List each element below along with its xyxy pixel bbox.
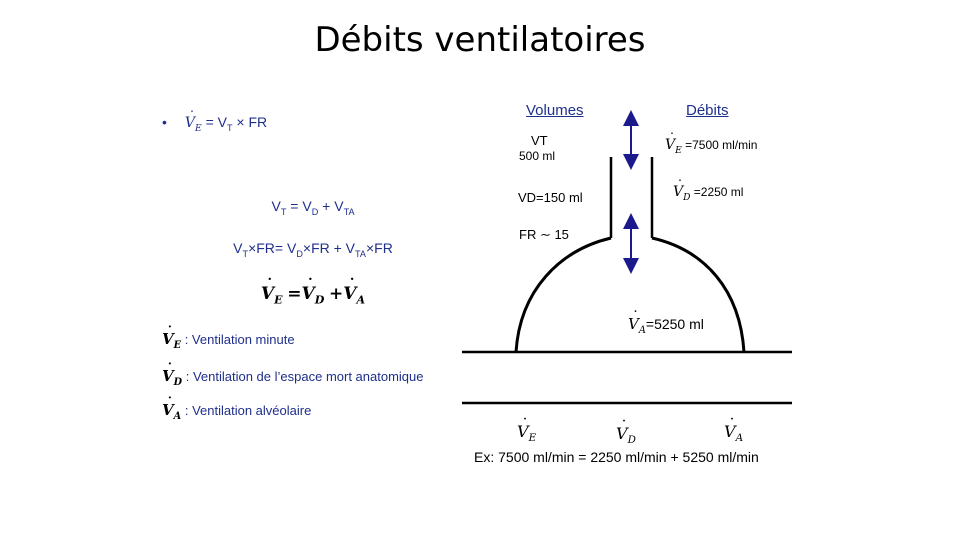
alveolar-dome-right	[651, 236, 746, 353]
alveolar-dome-left	[514, 236, 612, 353]
ve-symbol: VE	[185, 109, 202, 134]
formula-rhs: = VT × FR	[205, 114, 268, 133]
bottom-va: VA	[724, 415, 743, 444]
bottom-ve: VE	[517, 415, 536, 444]
vd-label: VD=150 ml	[518, 190, 583, 205]
bullet: •	[162, 114, 167, 130]
header-volumes: Volumes	[526, 102, 584, 119]
bullet-formula: • VE = VT × FR	[162, 109, 268, 134]
va-flow: VA=5250 ml	[628, 308, 704, 336]
definition-va: VA : Ventilation alvéolaire	[162, 394, 311, 422]
example-text: Ex: 7500 ml/min = 2250 ml/min + 5250 ml/…	[474, 449, 759, 465]
vd-flow: VD =2250 ml	[673, 178, 743, 203]
ve-flow: VE =7500 ml/min	[665, 131, 757, 156]
header-debits: Débits	[686, 102, 729, 119]
definition-ve: VE : Ventilation minute	[162, 323, 295, 351]
equation-vt: VT = VD + VTA	[271, 198, 355, 217]
fr-label: FR ∼ 15	[519, 227, 569, 242]
bottom-vd: VD	[616, 417, 636, 446]
vt-value: 500 ml	[519, 149, 556, 163]
slide-title: Débits ventilatoires	[314, 20, 646, 60]
equation-main: VE =VD +VA	[200, 276, 426, 306]
definition-vd: VD : Ventilation de l’espace mort anatom…	[162, 360, 424, 388]
vt-label: VT	[531, 133, 548, 148]
equation-fr: VT×FR= VD×FR + VTA×FR	[233, 240, 393, 259]
